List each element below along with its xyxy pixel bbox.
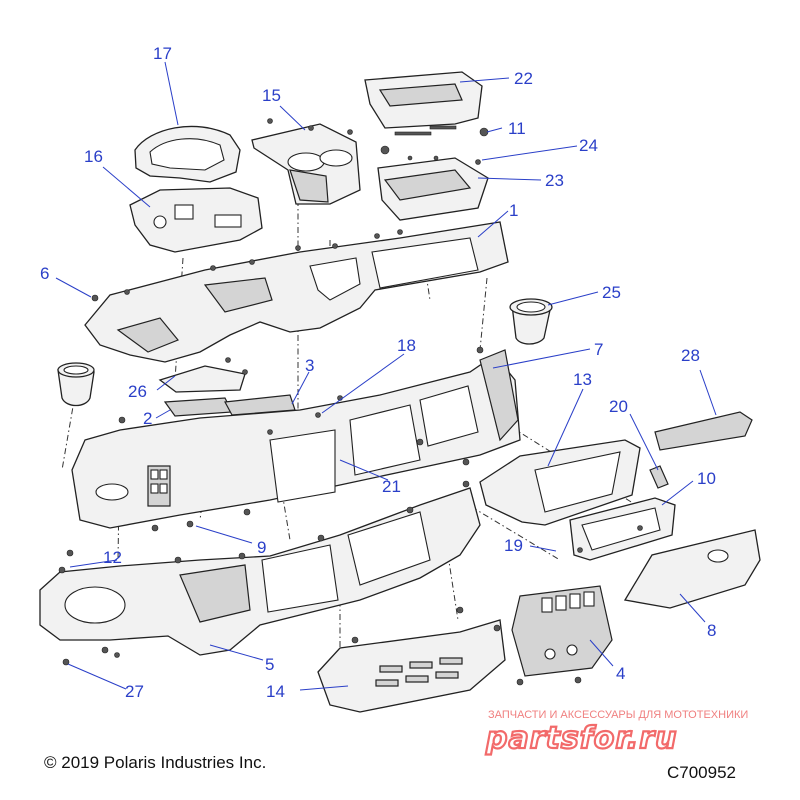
watermark: ЗАПЧАСТИ И АКСЕССУАРЫ ДЛЯ МОТОТЕХНИКИ pa… bbox=[484, 709, 748, 757]
glove-box-seal-part bbox=[569, 497, 676, 561]
cupholder-tray-part bbox=[251, 123, 361, 205]
callout-22: 22 bbox=[514, 69, 533, 88]
watermark-brand: partsfor.ru bbox=[485, 721, 677, 756]
callout-4: 4 bbox=[616, 664, 625, 683]
callout-7: 7 bbox=[594, 340, 603, 359]
callout-2: 2 bbox=[143, 409, 152, 428]
callout-27: 27 bbox=[125, 682, 144, 701]
callout-11: 11 bbox=[508, 119, 526, 138]
callout-14: 14 bbox=[266, 682, 285, 701]
copyright-text: © 2019 Polaris Industries Inc. bbox=[44, 753, 266, 772]
callout-5: 5 bbox=[265, 655, 274, 674]
callout-17: 17 bbox=[153, 44, 172, 63]
upper-dash-panel-part bbox=[84, 221, 509, 363]
brackets-part bbox=[158, 365, 296, 417]
drawing-number: C700952 bbox=[667, 763, 736, 782]
callout-13: 13 bbox=[573, 370, 592, 389]
callout-1: 1 bbox=[509, 201, 518, 220]
cupholder-left-part bbox=[57, 362, 95, 407]
leader-lines bbox=[55, 61, 717, 691]
main-dash-frame-part bbox=[71, 349, 521, 529]
callout-12: 12 bbox=[103, 548, 122, 567]
callout-20: 20 bbox=[609, 397, 628, 416]
switch-panel-part bbox=[511, 585, 613, 677]
cupholder-right-part bbox=[509, 298, 553, 345]
fasteners bbox=[58, 118, 643, 686]
gauge-housing-part bbox=[129, 187, 263, 253]
callout-21: 21 bbox=[382, 477, 401, 496]
callout-19: 19 bbox=[504, 536, 523, 555]
callout-10: 10 bbox=[697, 469, 716, 488]
callout-9: 9 bbox=[257, 538, 266, 557]
lower-trim-panel-part bbox=[317, 619, 506, 713]
glove-box-door-part bbox=[623, 529, 761, 609]
lower-dash-panel-part bbox=[39, 487, 481, 656]
callout-15: 15 bbox=[262, 86, 281, 105]
callout-8: 8 bbox=[707, 621, 716, 640]
callout-16: 16 bbox=[84, 147, 103, 166]
callout-26: 26 bbox=[128, 382, 147, 401]
callout-3: 3 bbox=[305, 356, 314, 375]
callout-6: 6 bbox=[40, 264, 49, 283]
callout-23: 23 bbox=[545, 171, 564, 190]
callout-25: 25 bbox=[602, 283, 621, 302]
latch-part bbox=[649, 465, 669, 489]
callout-24: 24 bbox=[579, 136, 598, 155]
callout-labels: 17 16 15 22 11 24 23 1 6 25 28 7 18 3 26… bbox=[40, 44, 716, 701]
callout-28: 28 bbox=[681, 346, 700, 365]
instrument-bezel-part bbox=[134, 125, 241, 183]
storage-lid-part bbox=[364, 71, 483, 129]
watermark-tagline: ЗАПЧАСТИ И АКСЕССУАРЫ ДЛЯ МОТОТЕХНИКИ bbox=[488, 709, 748, 721]
storage-bin-part bbox=[377, 125, 489, 221]
trim-strip-part bbox=[654, 411, 753, 451]
callout-18: 18 bbox=[397, 336, 416, 355]
